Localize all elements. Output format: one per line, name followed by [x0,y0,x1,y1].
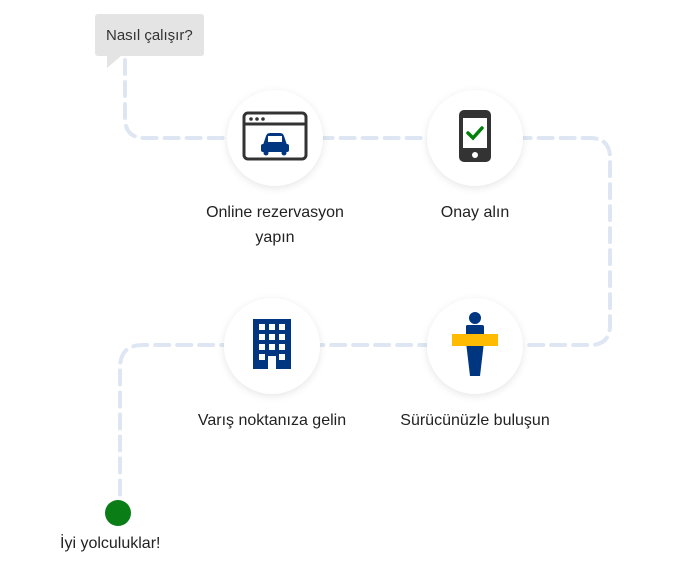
finish-label: İyi yolculuklar! [60,535,161,552]
phone-check-icon [458,109,492,168]
step-meet-driver: Sürücünüzle buluşun [385,298,565,433]
driver-sign-icon [450,311,500,381]
step-arrive-destination: Varış noktanıza gelin [182,298,362,433]
how-it-works-bubble: Nasıl çalışır? [95,14,204,68]
step-label: Online rezervasyon yapın [206,204,344,246]
step-label: Varış noktanıza gelin [197,412,347,429]
step-label: Onay alın [440,204,510,221]
bubble-text: Nasıl çalışır? [106,27,193,44]
building-icon [252,318,292,375]
step-label: Sürücünüzle buluşun [400,412,550,429]
step-icon-circle [427,298,523,394]
car-browser-icon [242,111,308,166]
finish-dot [105,500,131,526]
step-online-booking: Online rezervasyon yapın [185,90,365,250]
step-icon-circle [227,90,323,186]
step-get-confirmation: Onay alın [385,90,565,225]
step-icon-circle [427,90,523,186]
step-icon-circle [224,298,320,394]
